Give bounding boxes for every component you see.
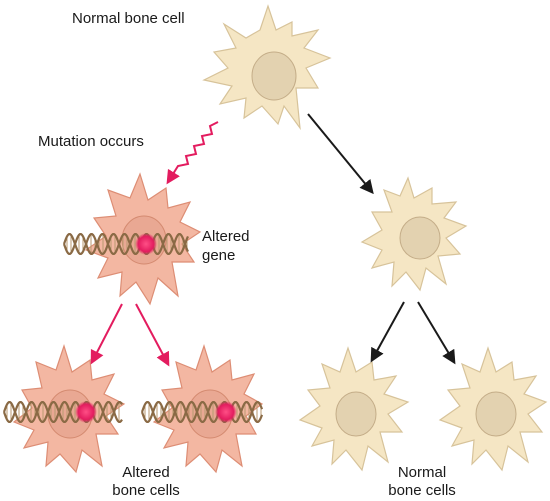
mutation-zigzag-arrow — [166, 121, 219, 185]
normal-bone-cell-label: Normal bone cell — [72, 10, 185, 27]
bottom-right-normal-bone-cell — [438, 346, 548, 472]
altered-bone-cells-label-line1: Altered — [122, 464, 170, 481]
altered-division-arrow-right — [135, 303, 170, 367]
dna-strand — [62, 233, 190, 255]
altered-gene-label-line2: gene — [202, 247, 236, 264]
dna-helix-altered-gene — [62, 233, 190, 255]
normal-division-arrow-top — [307, 113, 374, 195]
altered-division-arrow-left — [90, 303, 123, 365]
dna-helix-altered-cell-left — [2, 401, 123, 423]
mutation-spot-gene — [135, 233, 157, 255]
top-normal-bone-cell — [202, 4, 332, 131]
normal-division-arrow-left — [370, 301, 405, 363]
bottom-left-normal-bone-cell — [298, 346, 410, 472]
mutation-spot-left — [75, 401, 97, 423]
dna-strand — [140, 401, 264, 423]
normal-division-arrow-right — [417, 301, 456, 365]
dna-strand — [2, 401, 123, 423]
mutation-occurs-label: Mutation occurs — [38, 133, 144, 150]
normal-bone-cells-label-line2: bone cells — [388, 482, 456, 499]
normal-bone-cells-label-line1: Normal — [397, 464, 447, 481]
mutation-spot-right — [215, 401, 237, 423]
dna-strand — [2, 401, 123, 423]
altered-bone-cells-label-line2: bone cells — [112, 482, 180, 499]
altered-gene-label-line1: Altered — [202, 228, 250, 245]
middle-normal-bone-cell — [360, 176, 468, 292]
dna-strand — [140, 401, 264, 423]
dna-strand — [62, 233, 190, 255]
